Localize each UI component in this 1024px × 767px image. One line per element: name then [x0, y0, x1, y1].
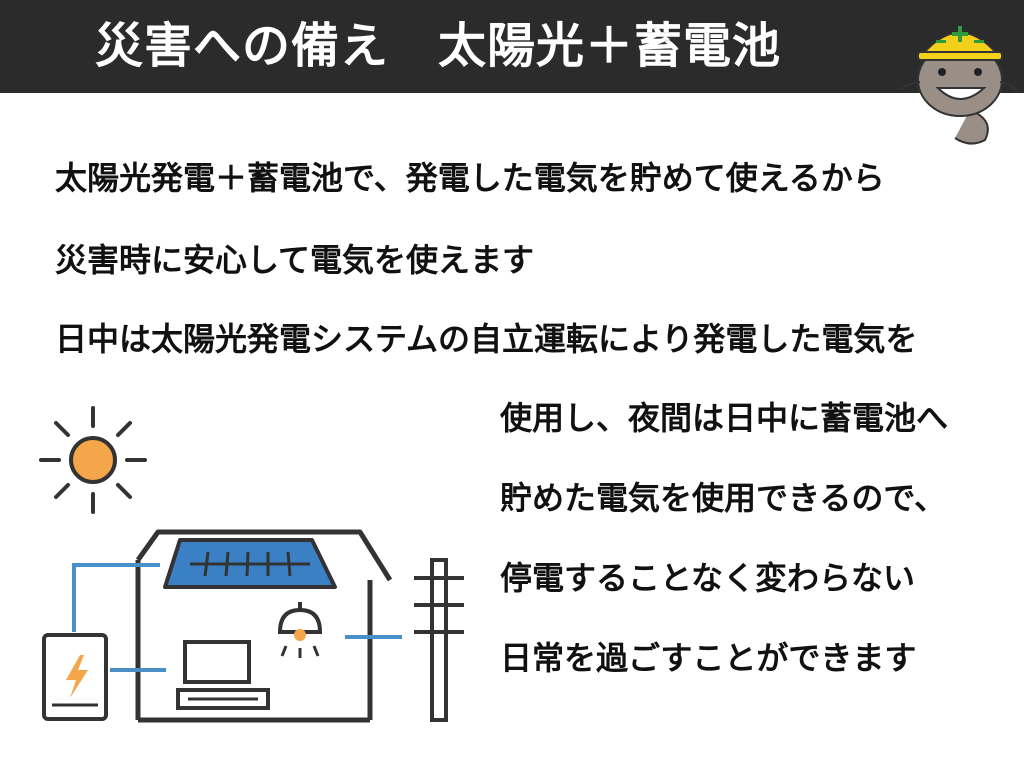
utility-pole-icon — [414, 558, 464, 722]
battery-icon — [42, 633, 108, 721]
title-bar: 災害への備え 太陽光＋蓄電池 — [0, 0, 1024, 93]
body-line-6: 停電することなく変わらない — [500, 559, 916, 597]
computer-icon — [176, 640, 270, 710]
body-line-2: 災害時に安心して電気を使えます — [55, 241, 535, 279]
body-line-7: 日常を過ごすことができます — [500, 639, 917, 677]
body-line-4: 使用し、夜間は日中に蓄電池へ — [500, 399, 949, 437]
sun-icon — [39, 406, 147, 514]
page-title: 災害への備え 太陽光＋蓄電池 — [95, 18, 782, 74]
lightning-bolt-icon — [66, 655, 88, 698]
house-icon — [135, 529, 393, 723]
body-line-5: 貯めた電気を使用できるので、 — [500, 479, 947, 517]
body-line-1: 太陽光発電＋蓄電池で、発電した電気を貯めて使えるから — [55, 159, 885, 197]
solar-panel-icon — [163, 538, 337, 589]
body-line-3: 日中は太陽光発電システムの自立運転により発電した電気を — [55, 320, 918, 358]
solar-house-illustration — [39, 406, 464, 723]
mascot-worker-icon — [900, 26, 1019, 145]
wiring — [72, 563, 402, 672]
ceiling-lamp-icon — [277, 602, 323, 658]
